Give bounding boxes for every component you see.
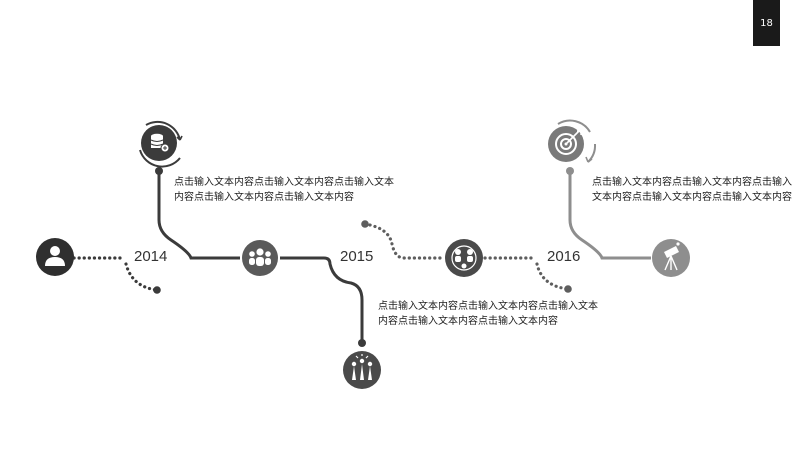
- team-icon: [242, 240, 278, 276]
- description-2014: 点击输入文本内容点击输入文本内容点击输入文本内容点击输入文本内容点击输入文本内容: [174, 177, 394, 203]
- dotted-branch-2014: [124, 262, 159, 292]
- solid-branch-database: [157, 171, 240, 260]
- branch-end-dot: [153, 286, 161, 294]
- database-icon: [139, 120, 183, 168]
- year-label-2015: 2015: [340, 248, 374, 265]
- celebration-icon: [343, 351, 381, 389]
- branch-end-dot: [358, 339, 366, 347]
- dotted-branch-2016: [535, 262, 570, 291]
- branch-end-dot: [564, 285, 572, 293]
- description-2016: 点击输入文本内容点击输入文本内容点击输入文本内容点击输入文本内容点击输入文本内容: [592, 177, 792, 203]
- dotted-branch-2015: [363, 222, 445, 260]
- page-number-badge: 18: [753, 0, 780, 46]
- user-icon: [36, 238, 74, 276]
- year-label-2014: 2014: [134, 248, 168, 265]
- year-label-2016: 2016: [547, 248, 581, 265]
- solid-branch-target: [568, 171, 651, 260]
- solid-branch-celebration: [280, 256, 364, 343]
- telescope-icon: [652, 239, 690, 277]
- description-2015: 点击输入文本内容点击输入文本内容点击输入文本内容点击输入文本内容点击输入文本内容: [378, 301, 598, 327]
- network-icon: [445, 239, 483, 277]
- page-number: 18: [760, 17, 773, 29]
- target-icon: [548, 119, 597, 163]
